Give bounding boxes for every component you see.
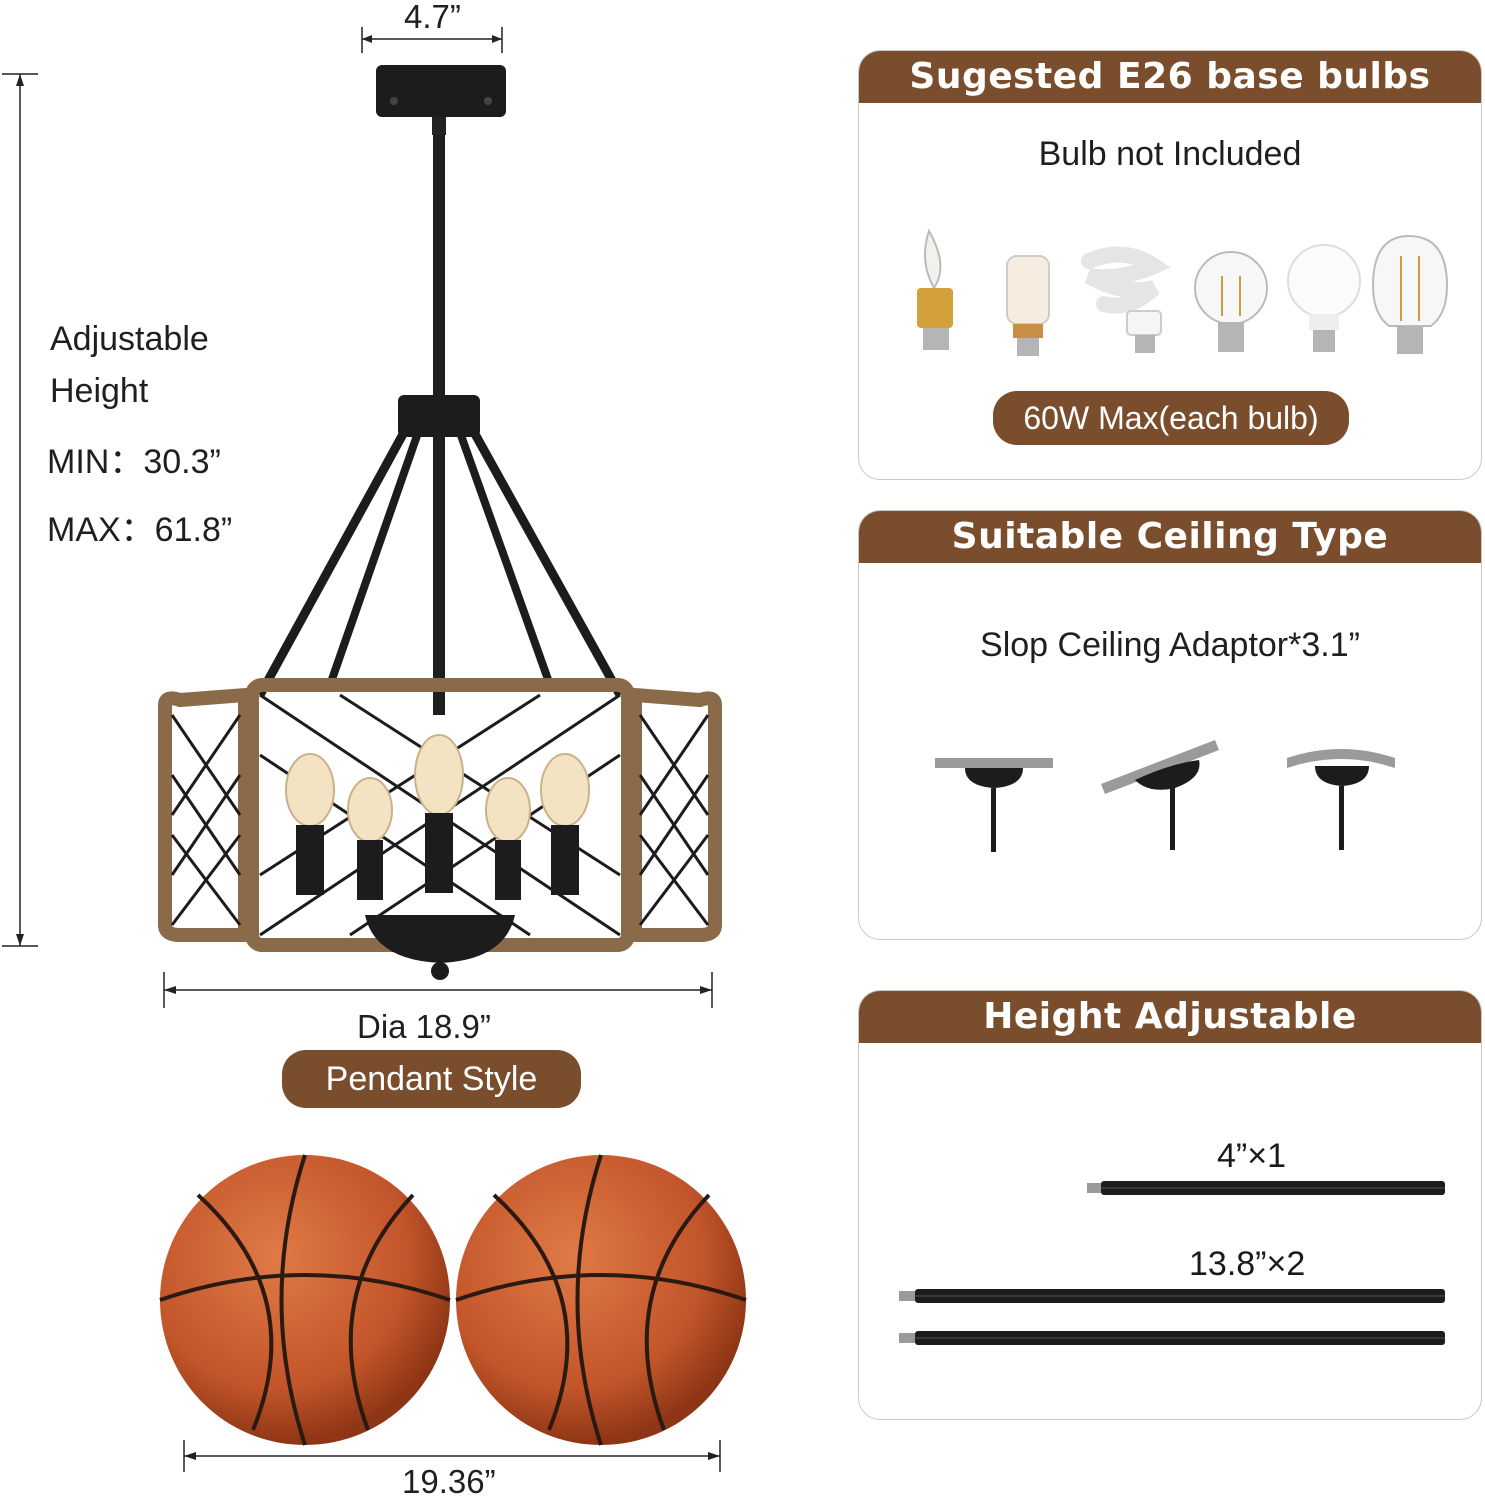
- ceiling-icons-row: [935, 740, 1395, 852]
- bulbs-panel: Sugested E26 base bulbs Bulb not Include…: [858, 50, 1482, 480]
- spiral-bulb-icon: [1081, 246, 1171, 353]
- rod-short-label: 4”×1: [1217, 1137, 1286, 1175]
- sloped-ceiling-icon: [1101, 740, 1219, 850]
- min-height-label: MIN：30.3”: [47, 443, 221, 481]
- rod-long-icon-1: [899, 1289, 1445, 1303]
- max-height-label: MAX：61.8”: [47, 511, 233, 549]
- adjustable-label: Adjustable: [50, 320, 209, 358]
- rod-long-label: 13.8”×2: [1189, 1245, 1306, 1283]
- corn-bulb-icon: [1006, 255, 1050, 356]
- candle-bulb-icon: [917, 228, 953, 350]
- top-width-label: 4.7”: [404, 0, 461, 35]
- slope-adaptor-note: Slop Ceiling Adaptor*3.1”: [980, 626, 1360, 664]
- height-label: Height: [50, 372, 149, 410]
- vaulted-ceiling-icon: [1287, 749, 1395, 850]
- led-bulb-icon: [1287, 244, 1361, 352]
- height-dimension: [2, 73, 38, 947]
- rod-short-icon: [1087, 1181, 1445, 1195]
- diameter-dimension: [163, 972, 713, 1008]
- basketball-comparison: [159, 1154, 747, 1446]
- bulb-icons-row: [917, 228, 1449, 356]
- wattage-badge: 60W Max(each bulb): [993, 391, 1349, 445]
- rods-panel: Height Adjustable 4”×1 13.8”×2: [858, 990, 1482, 1420]
- ceiling-panel-title: Suitable Ceiling Type: [859, 511, 1481, 563]
- basketball-right-icon: [455, 1154, 747, 1446]
- comparison-width-dimension: [183, 1440, 721, 1472]
- pendant-style-badge: Pendant Style: [282, 1050, 581, 1108]
- rod-long-icon-2: [899, 1331, 1445, 1345]
- ceiling-panel: Suitable Ceiling Type Slop Ceiling Adapt…: [858, 510, 1482, 940]
- flat-ceiling-icon: [935, 758, 1053, 852]
- diameter-label: Dia 18.9”: [357, 1008, 491, 1045]
- top-width-dimension: [361, 27, 503, 53]
- bulb-not-included-note: Bulb not Included: [1038, 135, 1302, 173]
- st64-filament-bulb-icon: [1371, 234, 1449, 354]
- a19-filament-bulb-icon: [1194, 251, 1268, 352]
- bulbs-panel-title: Sugested E26 base bulbs: [859, 51, 1481, 103]
- basketball-left-icon: [159, 1154, 451, 1446]
- chandelier-illustration: [158, 65, 722, 980]
- comparison-width-label: 19.36”: [402, 1463, 496, 1500]
- rods-panel-title: Height Adjustable: [859, 991, 1481, 1043]
